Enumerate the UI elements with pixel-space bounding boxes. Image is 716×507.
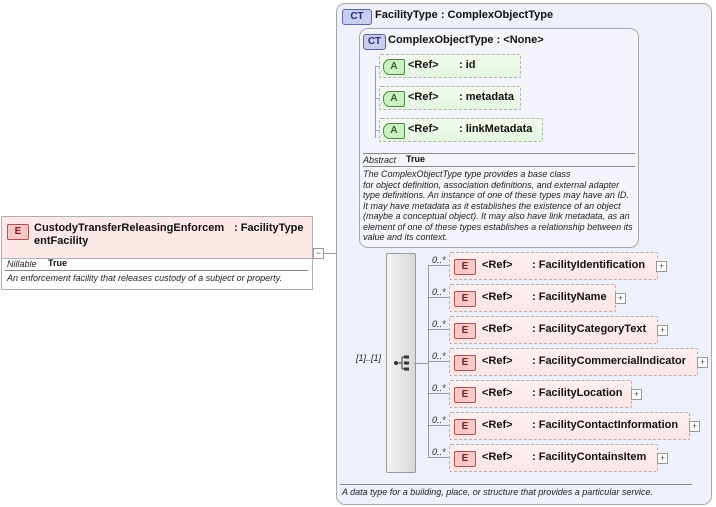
expand-toggle[interactable]: + (697, 357, 708, 368)
multiplicity-label: 0..* (432, 255, 446, 265)
facility-type-title: FacilityType : ComplexObjectType (375, 9, 554, 21)
complex-object-type-title: ComplexObjectType : <None> (388, 34, 544, 46)
nillable-label: Nillable (7, 259, 37, 269)
attribute-ref: <Ref> (408, 91, 439, 103)
root-element[interactable]: E CustodyTransferReleasingEnforcem entFa… (1, 216, 313, 259)
element-badge: E (454, 291, 476, 307)
nillable-value: True (48, 258, 68, 268)
element-badge: E (454, 419, 476, 435)
attribute-name: : metadata (459, 91, 515, 103)
root-element-details: Nillable True An enforcement facility th… (1, 258, 313, 290)
element-name: : FacilityIdentification (532, 259, 646, 271)
element-badge: E (454, 387, 476, 403)
collapse-toggle[interactable]: − (313, 248, 324, 259)
connector-line (375, 98, 380, 99)
root-element-type: : FacilityType (234, 222, 304, 234)
element-badge: E (454, 451, 476, 467)
expand-toggle[interactable]: + (657, 453, 668, 464)
multiplicity-label: 0..* (432, 415, 446, 425)
element-ref: <Ref> (482, 323, 513, 335)
attribute-metadata[interactable]: A <Ref> : metadata (379, 86, 521, 110)
multiplicity-label: 0..* (432, 351, 446, 361)
expand-toggle[interactable]: + (656, 261, 667, 272)
multiplicity-label: 0..* (432, 287, 446, 297)
element-name: : FacilityContainsItem (532, 451, 647, 463)
expand-toggle[interactable]: + (657, 325, 668, 336)
attribute-link-metadata[interactable]: A <Ref> : linkMetadata (379, 118, 543, 142)
element-ref: <Ref> (482, 355, 513, 367)
connector-line (375, 66, 376, 138)
attribute-badge: A (383, 123, 405, 139)
multiplicity-label: 0..* (432, 383, 446, 393)
root-element-doc: An enforcement facility that releases cu… (7, 273, 282, 283)
root-element-name: CustodyTransferReleasingEnforcem entFaci… (34, 222, 225, 247)
connector-line (375, 66, 380, 67)
element-ref: <Ref> (482, 451, 513, 463)
element-badge: E (454, 259, 476, 275)
attribute-ref: <Ref> (408, 59, 439, 71)
element-badge: E (454, 355, 476, 371)
multiplicity-label: 0..* (432, 447, 446, 457)
expand-toggle[interactable]: + (615, 293, 626, 304)
element-name: : FacilityLocation (532, 387, 623, 399)
sequence-icon (394, 355, 409, 371)
element-badge: E (454, 323, 476, 339)
element-ref: <Ref> (482, 419, 513, 431)
multiplicity-label: 0..* (432, 319, 446, 329)
element-name: : FacilityName (532, 291, 607, 303)
sequence-compositor[interactable] (386, 253, 416, 473)
attribute-badge: A (383, 59, 405, 75)
element-ref: <Ref> (482, 259, 513, 271)
abstract-label: Abstract (363, 155, 397, 165)
attribute-name: : linkMetadata (459, 123, 533, 135)
element-badge: E (7, 224, 29, 240)
attribute-badge: A (383, 91, 405, 107)
element-ref: <Ref> (482, 387, 513, 399)
connector-line (414, 363, 428, 364)
element-name: : FacilityCommercialIndicator (532, 355, 687, 367)
element-name: : FacilityContactInformation (532, 419, 679, 431)
element-name: : FacilityCategoryText (532, 323, 647, 335)
attribute-name: : id (459, 59, 476, 71)
complex-type-icon: CT (363, 34, 386, 50)
complex-object-type-doc: The ComplexObjectType type provides a ba… (363, 169, 633, 242)
attribute-id[interactable]: A <Ref> : id (379, 54, 521, 78)
sequence-cardinality: [1]..[1] (356, 353, 382, 363)
attribute-ref: <Ref> (408, 123, 439, 135)
complex-type-icon: CT (342, 9, 372, 25)
facility-type-doc: A data type for a building, place, or st… (342, 487, 653, 497)
connector-line (375, 130, 380, 131)
abstract-value: True (406, 154, 426, 164)
element-ref: <Ref> (482, 291, 513, 303)
expand-toggle[interactable]: + (689, 421, 700, 432)
expand-toggle[interactable]: + (631, 389, 642, 400)
